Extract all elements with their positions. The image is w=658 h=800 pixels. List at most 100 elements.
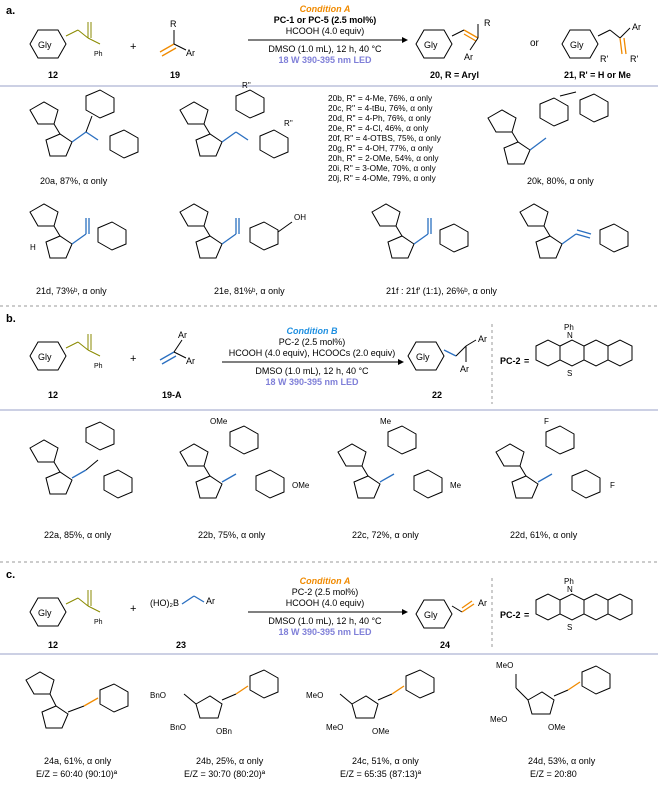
svg-text:+: + <box>130 41 136 53</box>
product-22: Gly Ar Ar 22 <box>407 334 487 400</box>
svg-text:F: F <box>544 417 549 426</box>
svg-text:H: H <box>30 243 36 252</box>
label-24d-ez: E/Z = 20:80 <box>530 769 577 779</box>
label-22b: 22b, 75%, α only <box>198 530 266 540</box>
svg-text:12: 12 <box>48 70 58 80</box>
reagent-19-A: Ar Ar 19-A <box>159 330 195 400</box>
reagent-23: (HO)₂B Ar 23 <box>150 595 215 650</box>
svg-text:12: 12 <box>48 390 58 400</box>
svg-text:PC-2 (2.5 mol%): PC-2 (2.5 mol%) <box>292 587 359 597</box>
pc2-structure-b: PC-2 = N Ph S <box>500 323 633 378</box>
svg-text:Ar: Ar <box>478 334 487 344</box>
svg-text:Ph: Ph <box>94 363 103 370</box>
condition-c-block: Condition A PC-2 (2.5 mol%) HCOOH (4.0 e… <box>248 576 408 637</box>
svg-text:HCOOH (4.0 equiv): HCOOH (4.0 equiv) <box>286 598 365 608</box>
svg-text:R': R' <box>630 54 638 64</box>
svg-text:BnO: BnO <box>170 723 186 732</box>
svg-text:18 W 390-395 nm LED: 18 W 390-395 nm LED <box>265 377 359 387</box>
label-22d: 22d, 61%, α only <box>510 530 578 540</box>
label-24b-ez: E/Z = 30:70 (80:20)ª <box>184 769 266 779</box>
compound-20k <box>487 91 609 165</box>
svg-text:18 W 390-395 nm LED: 18 W 390-395 nm LED <box>278 55 372 65</box>
svg-text:OH: OH <box>294 213 306 222</box>
svg-text:Ar: Ar <box>632 22 641 32</box>
compound-22c: Me Me <box>337 417 462 499</box>
svg-text:R'': R'' <box>242 81 251 90</box>
compound-22d: F F <box>495 417 615 499</box>
svg-text:OMe: OMe <box>372 727 390 736</box>
svg-text:Gly: Gly <box>38 608 52 618</box>
reagent-12-c: Gly Ph 12 <box>29 590 103 650</box>
svg-text:S: S <box>567 623 572 632</box>
label-24d-yield: 24d, 53%, α only <box>528 756 596 766</box>
pc2-structure-c: PC-2 = N Ph S <box>500 577 633 632</box>
compound-22b: OMe OMe <box>179 417 310 499</box>
svg-text:DMSO (1.0 mL), 12 h, 40 °C: DMSO (1.0 mL), 12 h, 40 °C <box>268 616 382 626</box>
label-21e: 21e, 81%ᵇ, α only <box>214 286 285 296</box>
compound-24c: MeO MeO OMe <box>306 669 435 736</box>
svg-text:20e, R'' = 4-Cl, 46%, α only: 20e, R'' = 4-Cl, 46%, α only <box>328 123 429 133</box>
svg-text:R: R <box>484 18 491 28</box>
svg-text:N: N <box>567 585 573 594</box>
svg-text:Gly: Gly <box>424 610 438 620</box>
list-20b-j: 20b, R'' = 4-Me, 76%, α only 20c, R'' = … <box>328 93 442 183</box>
svg-text:OMe: OMe <box>292 481 310 490</box>
label-24b-yield: 24b, 25%, α only <box>196 756 264 766</box>
svg-text:(HO)₂B: (HO)₂B <box>150 598 179 608</box>
svg-text:Ar: Ar <box>186 356 195 366</box>
compound-21f <box>371 203 469 259</box>
condition-b-block: Condition B PC-2 (2.5 mol%) HCOOH (4.0 e… <box>222 326 404 387</box>
svg-text:MeO: MeO <box>326 723 343 732</box>
svg-text:18 W 390-395 nm LED: 18 W 390-395 nm LED <box>278 627 372 637</box>
svg-text:Me: Me <box>450 481 462 490</box>
label-24c-ez: E/Z = 65:35 (87:13)ª <box>340 769 422 779</box>
compound-21d: H <box>29 203 127 259</box>
svg-text:Ar: Ar <box>186 48 195 58</box>
svg-text:Ph: Ph <box>94 619 103 626</box>
svg-text:MeO: MeO <box>496 661 513 670</box>
svg-text:20g, R'' = 4-OH, 77%, α only: 20g, R'' = 4-OH, 77%, α only <box>328 143 434 153</box>
svg-text:OMe: OMe <box>548 723 566 732</box>
compound-20b-j: R'' R'' <box>179 81 293 159</box>
svg-text:Gly: Gly <box>38 40 52 50</box>
svg-text:DMSO (1.0 mL), 12 h, 40 °C: DMSO (1.0 mL), 12 h, 40 °C <box>268 44 382 54</box>
svg-text:Condition A: Condition A <box>300 4 351 14</box>
svg-text:+: + <box>130 603 136 615</box>
svg-text:24: 24 <box>440 640 450 650</box>
svg-text:=: = <box>524 610 529 620</box>
label-24c-yield: 24c, 51%, α only <box>352 756 419 766</box>
svg-text:R': R' <box>600 54 608 64</box>
svg-text:Me: Me <box>380 417 392 426</box>
svg-text:21, R' = H or Me: 21, R' = H or Me <box>564 70 631 80</box>
label-21d: 21d, 73%ᵇ, α only <box>36 286 107 296</box>
svg-text:=: = <box>524 356 529 366</box>
svg-text:20b, R'' = 4-Me, 76%, α only: 20b, R'' = 4-Me, 76%, α only <box>328 93 433 103</box>
svg-text:20j, R'' = 4-OMe, 79%, α only: 20j, R'' = 4-OMe, 79%, α only <box>328 173 437 183</box>
svg-text:MeO: MeO <box>490 715 507 724</box>
svg-text:PC-2: PC-2 <box>500 356 521 366</box>
product-21: Gly Ar R' R' 21, R' = H or Me <box>561 22 641 80</box>
product-20: Gly R Ar 20, R = Aryl <box>415 18 491 80</box>
svg-text:Ph: Ph <box>564 577 574 586</box>
compound-20a <box>29 89 139 159</box>
svg-text:Ar: Ar <box>478 598 487 608</box>
compound-24a <box>25 671 129 729</box>
svg-text:DMSO (1.0 mL), 12 h, 40 °C: DMSO (1.0 mL), 12 h, 40 °C <box>255 366 369 376</box>
svg-text:Ar: Ar <box>464 52 473 62</box>
svg-text:Condition B: Condition B <box>287 326 338 336</box>
svg-text:R: R <box>170 19 177 29</box>
svg-text:+: + <box>130 353 136 365</box>
svg-text:19-A: 19-A <box>162 390 182 400</box>
svg-text:Ar: Ar <box>178 330 187 340</box>
reagent-19: R Ar 19 <box>159 19 195 80</box>
svg-text:20f, R'' = 4-OTBS, 75%, α onl: 20f, R'' = 4-OTBS, 75%, α only <box>328 133 442 143</box>
panel-a-label: a. <box>6 5 15 17</box>
svg-text:23: 23 <box>176 640 186 650</box>
svg-text:or: or <box>530 38 540 49</box>
compound-22a <box>29 421 133 499</box>
product-24: Gly Ar 24 <box>415 598 487 650</box>
svg-text:12: 12 <box>48 640 58 650</box>
svg-text:20, R = Aryl: 20, R = Aryl <box>430 70 479 80</box>
label-20a: 20a, 87%, α only <box>40 176 108 186</box>
